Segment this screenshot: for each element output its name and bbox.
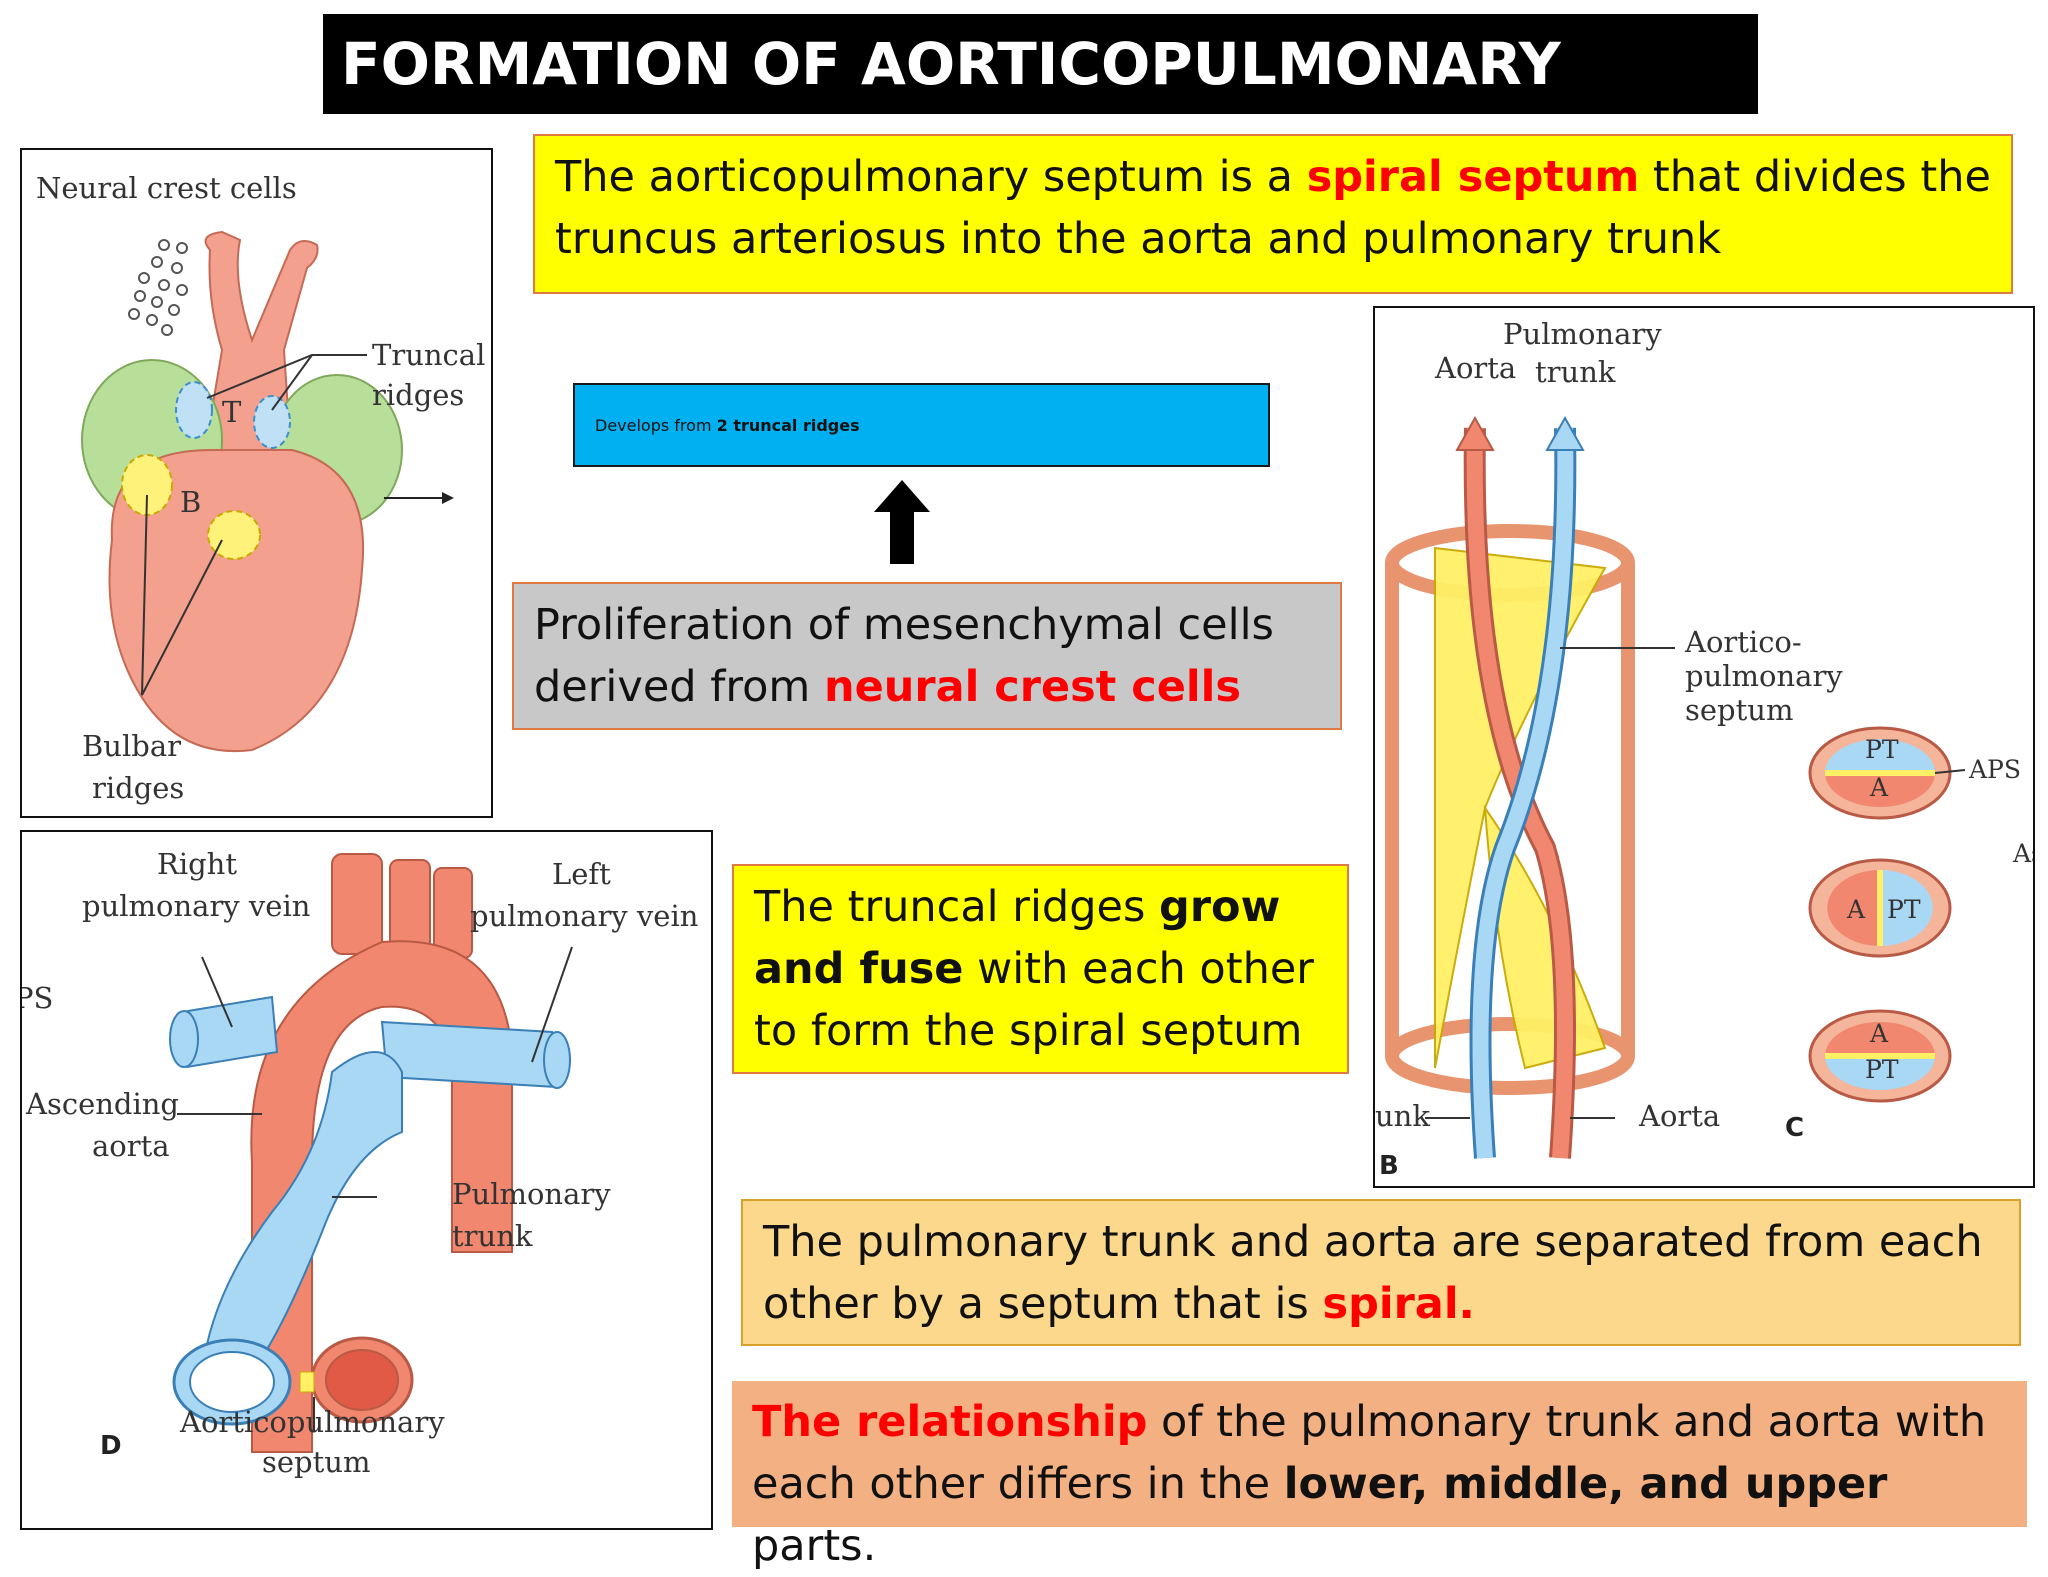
relationship-bold: lower, middle, and upper xyxy=(1283,1459,1888,1509)
develops-box: Develops from 2 truncal ridges xyxy=(573,383,1270,467)
bulbar-ridge-right xyxy=(207,510,261,560)
grow-bold: grow and fuse xyxy=(754,882,1281,994)
cs-lower-pt: PT xyxy=(1865,1055,1899,1084)
cross-section-lower: A PT xyxy=(1808,1009,1952,1103)
label-aps-tag: APS xyxy=(1968,755,2021,784)
neural-crest-dots xyxy=(128,239,188,336)
relationship-box: The relationship of the pulmonary trunk … xyxy=(732,1381,2027,1571)
label-d: D xyxy=(100,1431,122,1461)
relationship-highlight: The relationship xyxy=(752,1397,1148,1447)
label-trunk-cut: unk xyxy=(1375,1099,1430,1133)
figure-spiral-septum: PT A A PT A PT Aorta Pulmonary trunk Aor… xyxy=(1373,306,2044,1188)
label-aorta-top: Aorta xyxy=(1434,351,1516,385)
up-arrow-icon xyxy=(874,480,930,564)
label-bulbar-1: Bulbar xyxy=(82,729,181,763)
develops-bold: 2 truncal ridges xyxy=(716,416,860,435)
outflow-tract xyxy=(200,230,319,471)
label-aps-3: septum xyxy=(1685,693,1793,727)
label-pt-2: trunk xyxy=(452,1219,533,1253)
cs-middle-a: A xyxy=(1846,895,1866,924)
label-as-cut: As xyxy=(2012,839,2033,868)
label-c: C xyxy=(1785,1113,1804,1143)
label-pulm-2: trunk xyxy=(1535,355,1616,389)
relationship-post: parts. xyxy=(752,1521,877,1571)
cs-upper-pt: PT xyxy=(1865,735,1899,764)
label-bulbar-2: ridges xyxy=(92,771,184,805)
label-pulm-1: Pulmonary xyxy=(1503,317,1662,351)
cs-upper-a: A xyxy=(1869,773,1889,802)
aorta-tube xyxy=(1466,427,1573,1159)
label-aps-2: pulmonary xyxy=(1685,659,1843,693)
label-t: T xyxy=(222,395,242,429)
figure-truncal-ridges: Neural crest cells Truncal ridges T B Bu… xyxy=(20,148,493,818)
pulmonary-tube xyxy=(1472,427,1574,1159)
pulmonary-trunk-vessel xyxy=(200,1051,403,1373)
label-left-1: Left xyxy=(552,857,611,891)
truncal-ridge-left xyxy=(175,381,213,439)
label-aps-1: Aorticopulmonary xyxy=(179,1405,445,1439)
label-right-2: pulmonary vein xyxy=(82,889,310,923)
label-truncal-1: Truncal xyxy=(372,338,485,372)
separated-box: The pulmonary trunk and aorta are separa… xyxy=(741,1199,2021,1346)
truncal-ridge-right xyxy=(253,395,291,449)
label-ps-cut: PS xyxy=(22,981,53,1015)
proliferation-pre: Proliferation of mesenchymal cells deriv… xyxy=(534,600,1274,712)
proliferation-highlight: neural crest cells xyxy=(823,662,1242,712)
label-left-2: pulmonary vein xyxy=(470,899,698,933)
label-b: B xyxy=(1379,1151,1399,1181)
separated-highlight: spiral. xyxy=(1322,1279,1475,1329)
proliferation-box: Proliferation of mesenchymal cells deriv… xyxy=(512,582,1342,730)
label-neural-crest: Neural crest cells xyxy=(36,171,297,205)
cross-section-upper: PT A xyxy=(1808,726,1966,820)
grow-pre: The truncal ridges xyxy=(754,882,1160,932)
figure-spiral-septum-drawing: PT A A PT A PT Aorta Pulmonary trunk Aor… xyxy=(1375,317,2044,1181)
definition-pre: The aorticopulmonary septum is a xyxy=(555,152,1307,202)
figure-great-vessels-drawing: Right pulmonary vein Left pulmonary vein… xyxy=(14,847,698,1479)
label-aps-1: Aortico- xyxy=(1684,625,1802,659)
figure-truncal-ridges-drawing: Neural crest cells Truncal ridges T B Bu… xyxy=(36,171,485,805)
heart-body xyxy=(108,449,365,753)
label-pt-1: Pulmonary xyxy=(452,1177,611,1211)
cross-section-middle: A PT xyxy=(1808,858,1952,958)
label-asc-1: Ascending xyxy=(25,1087,179,1121)
definition-highlight: spiral septum xyxy=(1306,152,1640,202)
definition-box: The aorticopulmonary septum is a spiral … xyxy=(533,134,2013,294)
label-asc-2: aorta xyxy=(92,1129,170,1163)
grow-box: The truncal ridges grow and fuse with ea… xyxy=(732,864,1349,1074)
definition-post: that divides the truncus arteriosus into… xyxy=(555,152,1991,264)
develops-pre: Develops from xyxy=(595,416,717,435)
grow-post: with each other to form the spiral septu… xyxy=(754,944,1314,1056)
relationship-mid: of the pulmonary trunk and aorta with ea… xyxy=(752,1397,1987,1509)
cs-middle-pt: PT xyxy=(1887,895,1921,924)
label-right-1: Right xyxy=(157,847,237,881)
label-aps-2: septum xyxy=(262,1445,370,1479)
separated-pre: The pulmonary trunk and aorta are separa… xyxy=(763,1217,1983,1329)
label-aorta-bottom: Aorta xyxy=(1638,1099,1720,1133)
cs-lower-a: A xyxy=(1869,1019,1889,1048)
slide-title: FORMATION OF AORTICOPULMONARY SEPTUM: xyxy=(323,14,1758,198)
label-truncal-2: ridges xyxy=(372,378,464,412)
figure-great-vessels: Right pulmonary vein Left pulmonary vein… xyxy=(14,830,713,1530)
label-b: B xyxy=(180,485,201,519)
